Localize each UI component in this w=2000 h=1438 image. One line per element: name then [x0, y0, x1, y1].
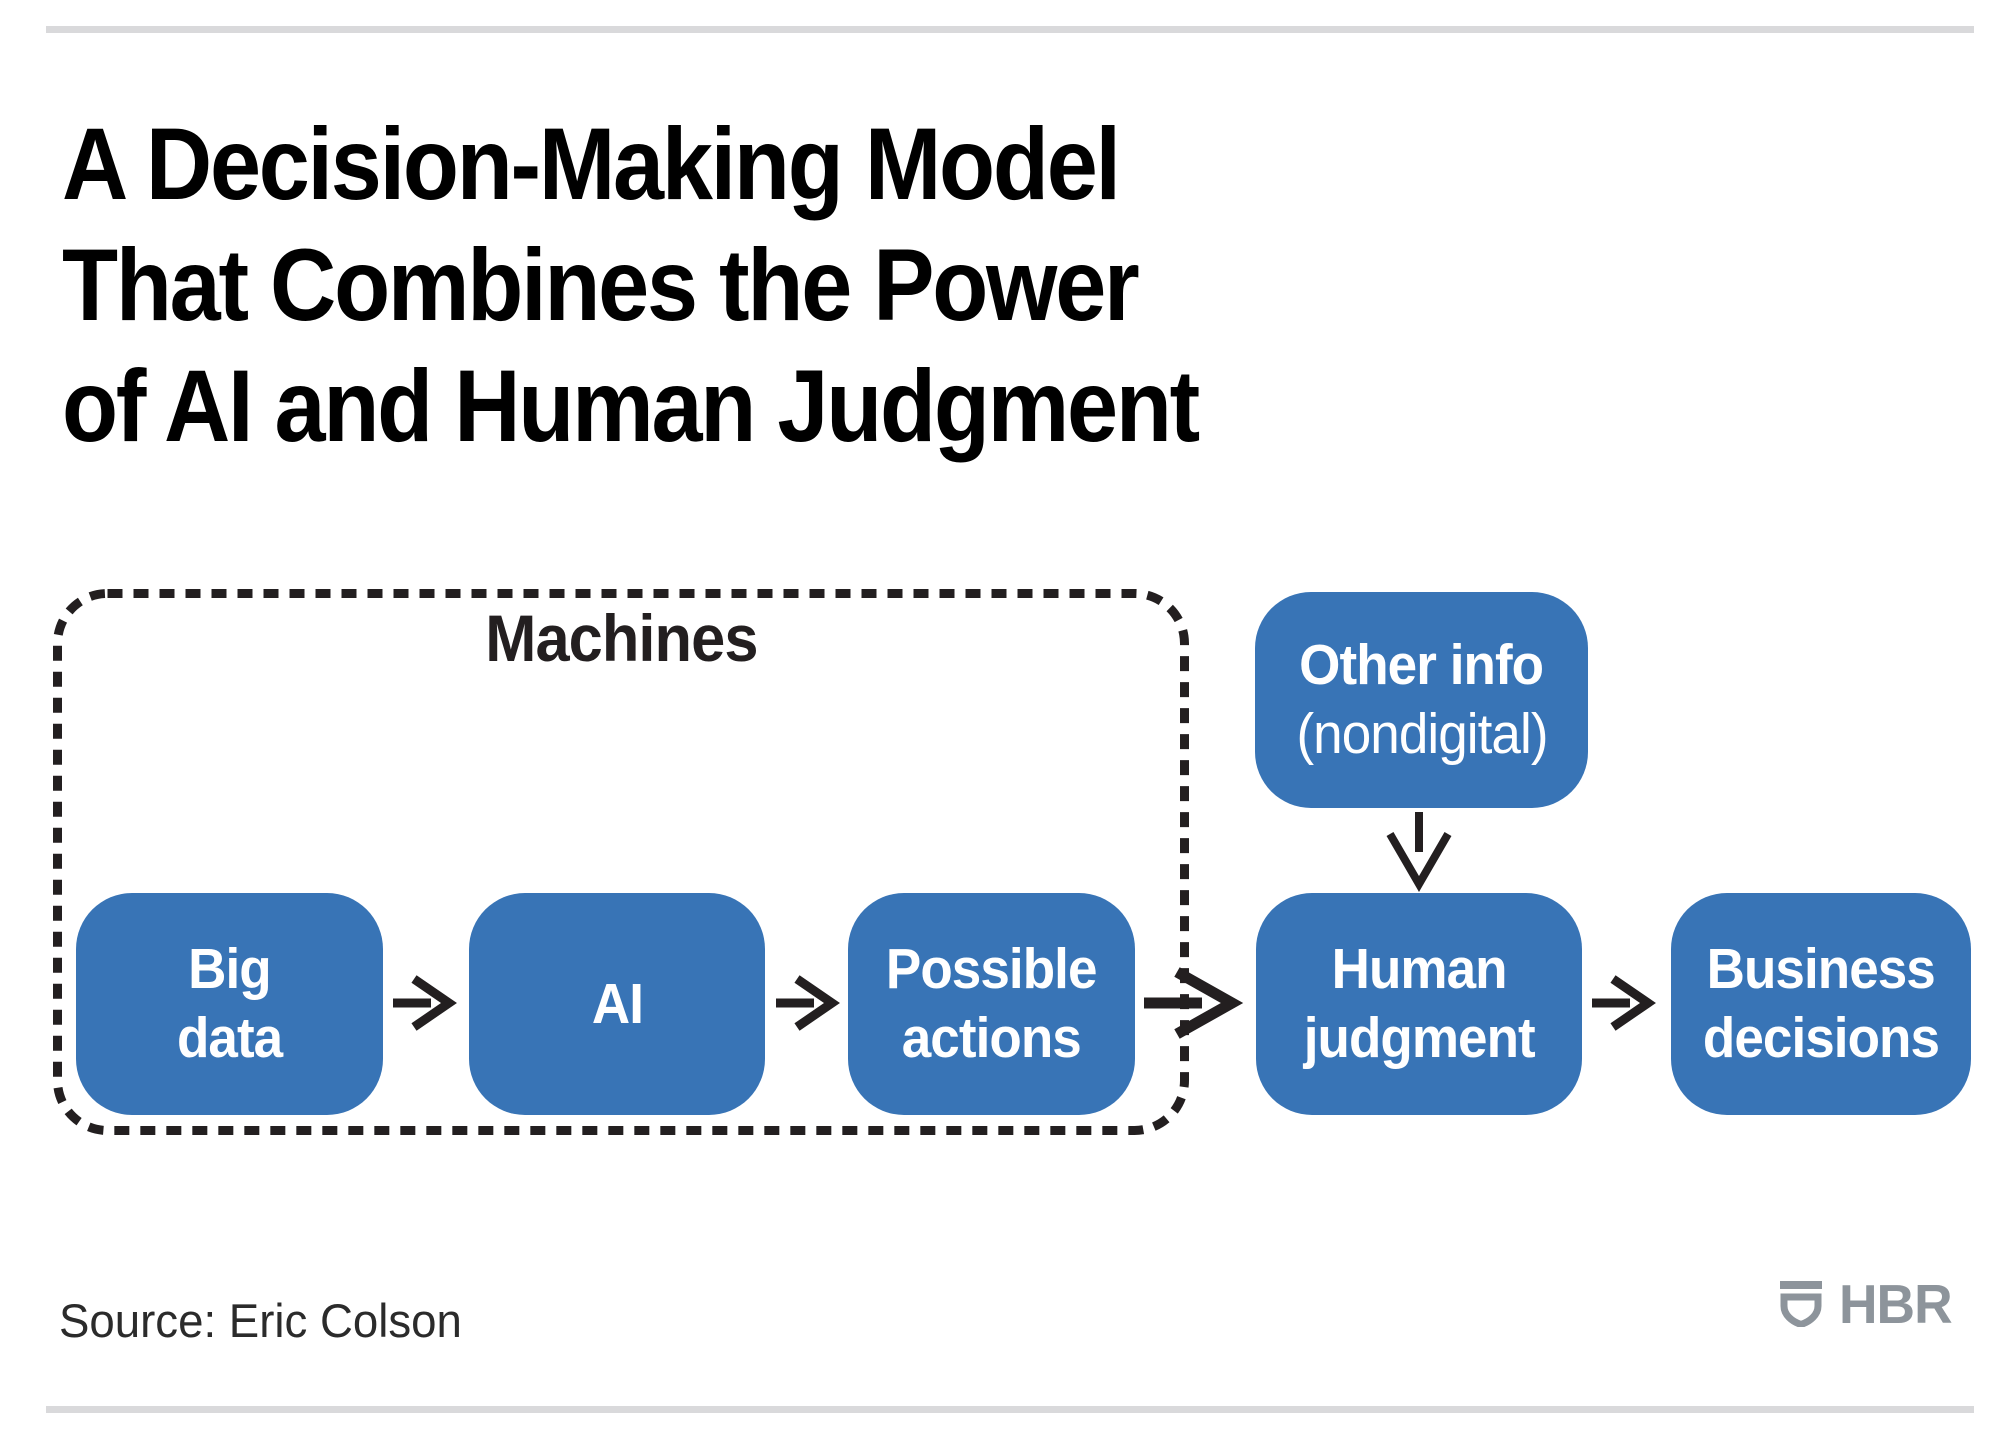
node-ai: AI	[469, 893, 765, 1115]
node-possible-actions: Possible actions	[848, 893, 1135, 1115]
page-title: A Decision-Making Model That Combines th…	[62, 104, 1324, 467]
arrow-right-icon	[1142, 965, 1248, 1046]
arrow-right-icon	[391, 974, 463, 1037]
node-human-judgment: Human judgment	[1256, 893, 1582, 1115]
node-big-data-line-1: Big	[188, 937, 272, 1001]
top-divider-rule	[46, 26, 1974, 33]
node-business-decisions: Business decisions	[1671, 893, 1971, 1115]
node-big-data: Big data	[76, 893, 383, 1115]
bottom-divider-rule	[46, 1406, 1974, 1413]
hbr-logo-text: HBR	[1839, 1273, 1953, 1335]
node-business-decisions-line-2: decisions	[1702, 1006, 1940, 1070]
node-possible-actions-line-2: actions	[901, 1006, 1082, 1070]
machines-group-border	[53, 589, 1189, 1135]
arrow-down-icon	[1383, 810, 1455, 897]
node-other-info: Other info (nondigital)	[1255, 592, 1588, 808]
arrow-right-icon	[1590, 974, 1662, 1037]
source-credit: Source: Eric Colson	[59, 1294, 462, 1347]
node-possible-actions-line-1: Possible	[886, 937, 1098, 1001]
node-other-info-line-1: Other info	[1299, 633, 1545, 697]
node-human-judgment-line-1: Human	[1331, 937, 1507, 1001]
title-line-3: of AI and Human Judgment	[62, 349, 1200, 463]
node-other-info-line-2: (nondigital)	[1295, 702, 1548, 766]
node-business-decisions-line-1: Business	[1706, 937, 1936, 1001]
title-line-2: That Combines the Power	[62, 228, 1140, 342]
title-line-1: A Decision-Making Model	[62, 107, 1121, 221]
machines-group-label: Machines	[484, 601, 758, 675]
arrow-right-icon	[774, 974, 846, 1037]
node-ai-line-1: AI	[591, 971, 643, 1036]
hbr-shield-icon	[1780, 1281, 1822, 1327]
hbr-logo: HBR	[1778, 1273, 1955, 1335]
node-human-judgment-line-2: judgment	[1303, 1006, 1535, 1070]
node-big-data-line-2: data	[176, 1006, 283, 1070]
